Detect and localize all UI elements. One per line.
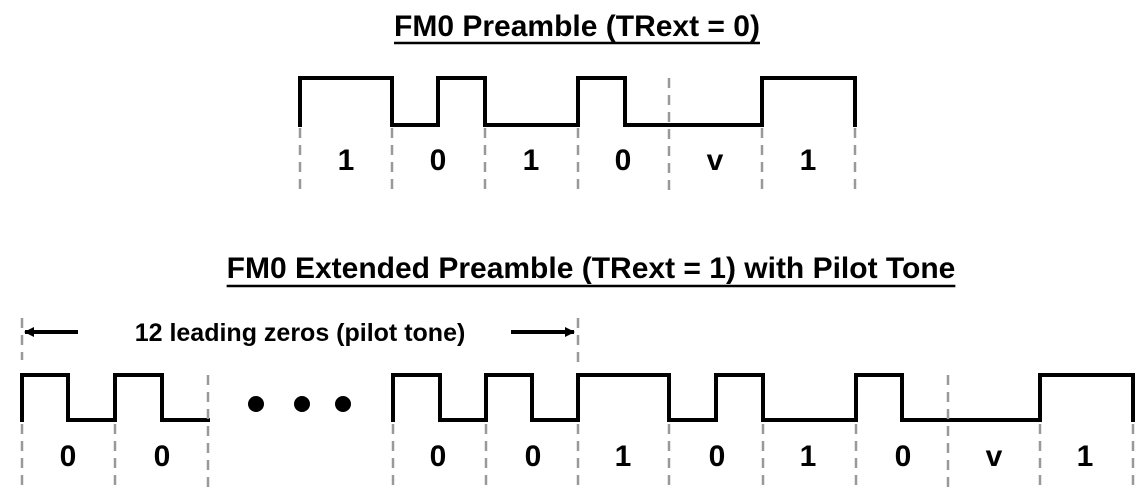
violation-label: v	[707, 144, 724, 177]
bit-label: 0	[709, 440, 726, 473]
pilot-tone-label: 12 leading zeros (pilot tone)	[135, 319, 466, 347]
pilot-bit-label: 0	[525, 440, 542, 473]
pilot-bit-label: 0	[430, 440, 447, 473]
bit-label: 0	[430, 144, 447, 177]
pilot-bit-label: 0	[154, 440, 171, 473]
bit-label: 1	[1077, 440, 1094, 473]
bit-label: 0	[895, 440, 912, 473]
ellipsis	[248, 396, 351, 412]
extended-preamble-bit-dividers	[20, 318, 1135, 492]
bit-label: 1	[800, 144, 817, 177]
bit-label: 0	[615, 144, 632, 177]
bit-label: 1	[615, 440, 632, 473]
preamble-bit-dividers	[298, 78, 857, 193]
extended-preamble-title: FM0 Extended Preamble (TRext = 1) with P…	[227, 252, 956, 285]
preamble-waveform	[298, 76, 857, 127]
bit-label: 1	[523, 144, 540, 177]
extended-preamble-bit-labels: 0 0 0 0 1 0 1 0 v 1	[60, 440, 1094, 473]
pilot-tone-range: 12 leading zeros (pilot tone)	[24, 319, 575, 347]
extended-preamble-waveform	[20, 373, 1135, 422]
preamble-title: FM0 Preamble (TRext = 0)	[394, 10, 760, 43]
bit-label: 1	[800, 440, 817, 473]
pilot-bit-label: 0	[60, 440, 77, 473]
violation-label: v	[986, 440, 1003, 473]
preamble-bit-labels: 1 0 1 0 v 1	[338, 144, 817, 177]
bit-label: 1	[338, 144, 355, 177]
